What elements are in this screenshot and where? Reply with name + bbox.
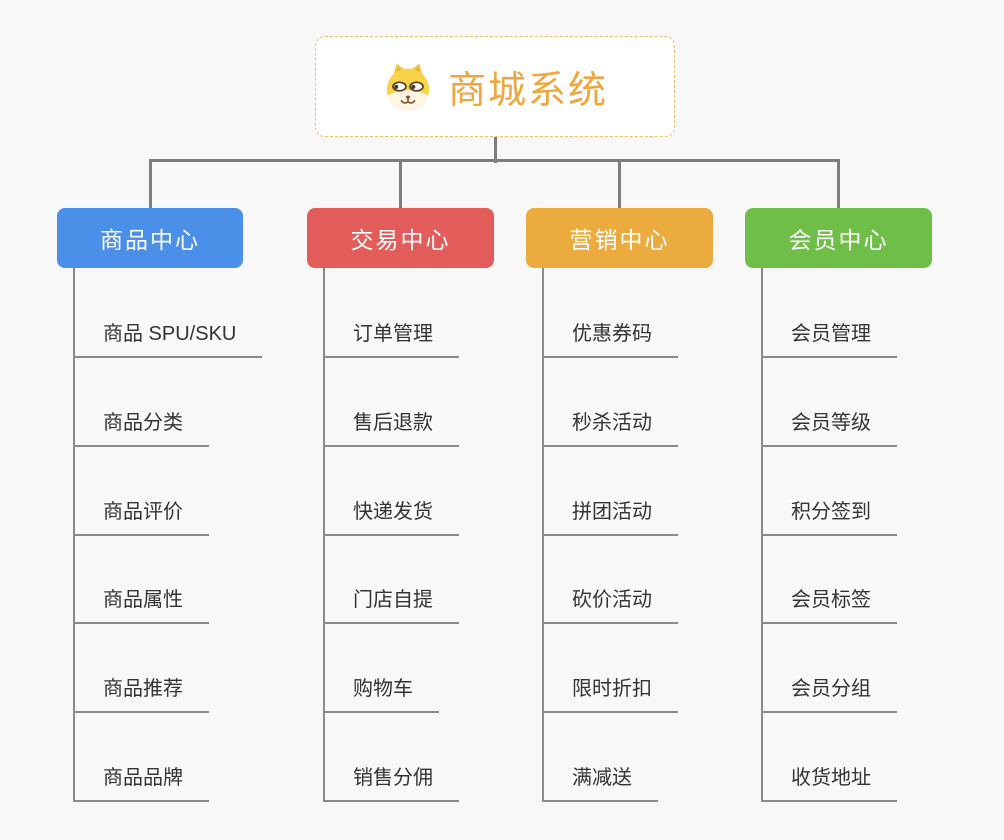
- dog-icon: [386, 62, 430, 111]
- branch-drop-line-1: [398, 160, 402, 208]
- child-node[interactable]: 积分签到: [761, 499, 897, 536]
- branch-label: 营销中心: [569, 227, 670, 253]
- child-node[interactable]: 会员分组: [761, 676, 897, 713]
- branch-drop-line-0: [148, 160, 152, 208]
- child-node[interactable]: 会员管理: [761, 321, 897, 358]
- child-node[interactable]: 商品属性: [73, 587, 209, 624]
- root-node[interactable]: 商城系统: [315, 36, 675, 137]
- branch-drop-line-3: [836, 160, 840, 208]
- child-node[interactable]: 商品分类: [73, 410, 209, 447]
- child-node[interactable]: 销售分佣: [323, 765, 459, 802]
- child-node[interactable]: 商品品牌: [73, 765, 209, 802]
- child-node[interactable]: 限时折扣: [542, 676, 678, 713]
- branch-node-3[interactable]: 营销中心: [526, 208, 713, 268]
- child-node[interactable]: 商品评价: [73, 499, 209, 536]
- child-node[interactable]: 购物车: [323, 676, 439, 713]
- root-connector-line: [493, 137, 497, 163]
- child-node[interactable]: 会员标签: [761, 587, 897, 624]
- child-node[interactable]: 秒杀活动: [542, 410, 678, 447]
- child-node[interactable]: 会员等级: [761, 410, 897, 447]
- branch-label: 交易中心: [350, 227, 451, 253]
- child-node[interactable]: 优惠券码: [542, 321, 678, 358]
- branch-node-4[interactable]: 会员中心: [745, 208, 932, 268]
- child-node[interactable]: 门店自提: [323, 587, 459, 624]
- root-title: 商城系统: [447, 70, 608, 112]
- child-node[interactable]: 满减送: [542, 765, 658, 802]
- branch-node-1[interactable]: 商品中心: [57, 208, 243, 268]
- child-node[interactable]: 商品 SPU/SKU: [73, 321, 263, 358]
- child-node[interactable]: 砍价活动: [542, 587, 678, 624]
- branch-label: 商品中心: [100, 227, 200, 253]
- branch-label: 会员中心: [788, 227, 889, 253]
- child-node[interactable]: 订单管理: [323, 321, 459, 358]
- child-node[interactable]: 商品推荐: [73, 676, 209, 713]
- branch-drop-line-2: [617, 160, 621, 208]
- child-node[interactable]: 拼团活动: [542, 499, 678, 536]
- child-node[interactable]: 快递发货: [323, 499, 459, 536]
- bus-connector-line: [148, 158, 840, 162]
- branch-node-2[interactable]: 交易中心: [307, 208, 494, 268]
- child-node[interactable]: 售后退款: [323, 410, 459, 447]
- child-node[interactable]: 收货地址: [761, 765, 897, 802]
